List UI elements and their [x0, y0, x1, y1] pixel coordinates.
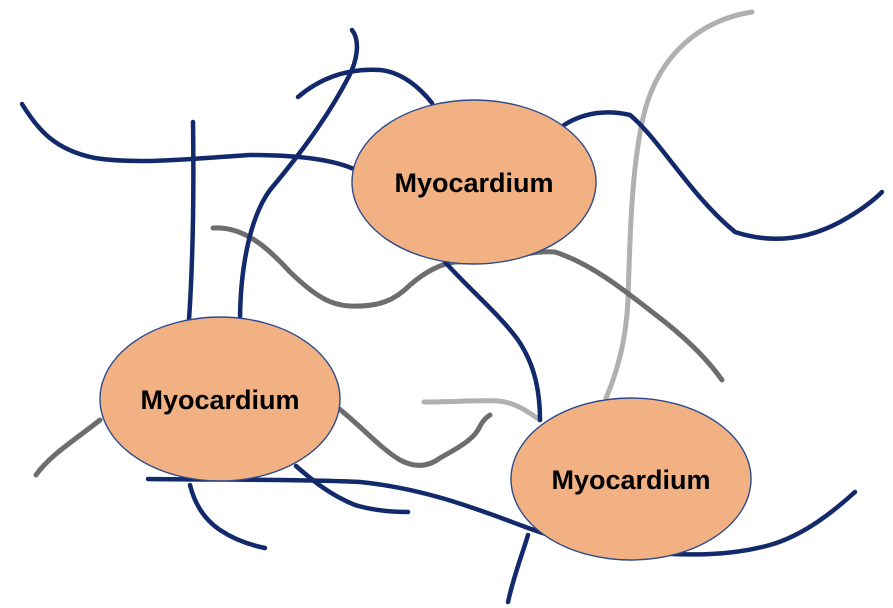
navy-fiber-right — [564, 112, 882, 238]
myocardium-cell: Myocardium — [100, 317, 340, 481]
myocardium-label: Myocardium — [140, 385, 299, 415]
navy-fiber-bottom-mid — [296, 466, 408, 512]
navy-fiber-vertical-left — [189, 122, 193, 320]
myocardium-label: Myocardium — [551, 465, 710, 495]
navy-fiber-left-top — [22, 104, 356, 170]
light-gray-fiber-short — [424, 401, 540, 420]
navy-fiber-bottom-tail — [508, 535, 528, 602]
navy-fiber-center — [445, 262, 540, 420]
navy-fiber-top-hook — [298, 70, 432, 103]
light-gray-fiber-arc — [606, 12, 752, 398]
myocardium-cell: Myocardium — [352, 100, 596, 264]
navy-fiber-bottom-left — [190, 485, 265, 548]
myocardium-label: Myocardium — [394, 168, 553, 198]
myocardium-cell: Myocardium — [511, 398, 751, 560]
